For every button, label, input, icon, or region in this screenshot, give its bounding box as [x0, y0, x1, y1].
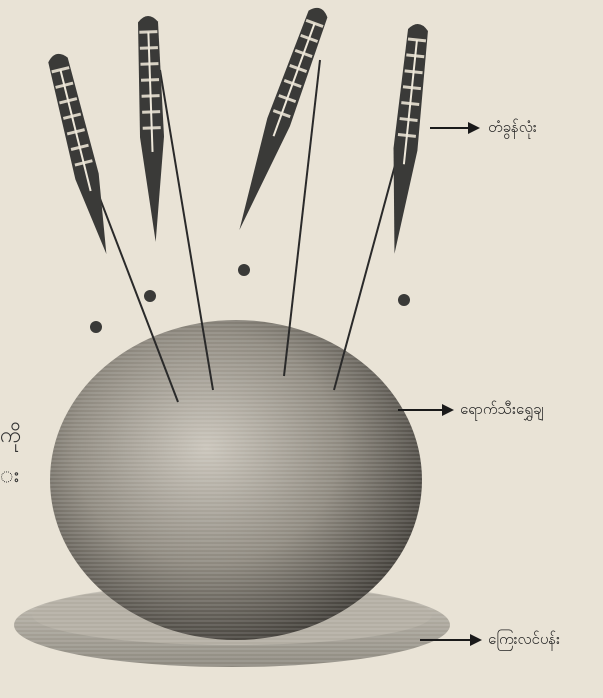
plate-label: ကြေးလင်ပန်း — [488, 630, 560, 652]
needle-1 — [45, 51, 118, 257]
callout-arrows — [398, 122, 482, 646]
needle-4 — [383, 23, 431, 255]
needle-3 — [228, 4, 331, 234]
needle-2 — [136, 16, 168, 243]
ball-label: ရောက်သီးရွှေချ — [460, 400, 544, 422]
margin-fragment-2: း — [0, 460, 19, 493]
needle-label: တံခွန်လုံး — [488, 118, 537, 140]
margin-fragment-1: ကို — [0, 420, 22, 453]
gilded-ball — [50, 320, 422, 640]
